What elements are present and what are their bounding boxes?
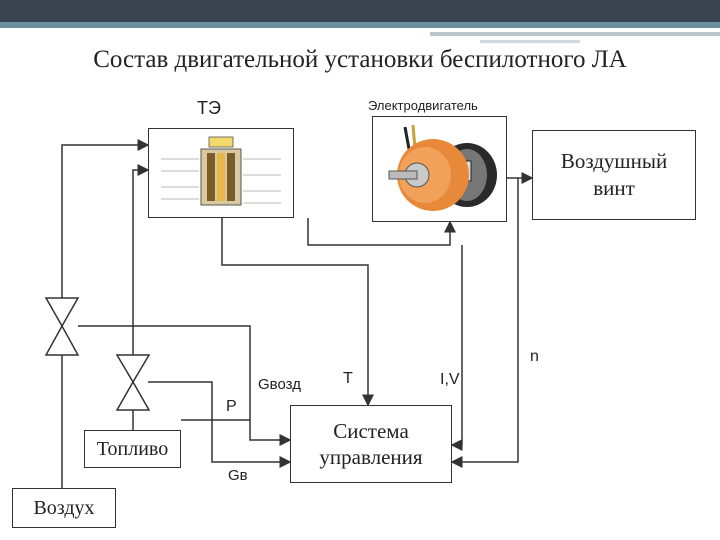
page-title: Состав двигательной установки беспилотно… (93, 46, 627, 73)
air-valve-icon (44, 297, 80, 356)
current-voltage-label: I,V (440, 371, 460, 388)
rpm-line (450, 178, 519, 468)
air-line-upper (61, 139, 150, 298)
fuel-cell-to-motor-line (307, 218, 456, 246)
fuel-line-upper (132, 164, 150, 355)
air-box: Воздух (12, 488, 116, 528)
air-label: Воздух (33, 496, 95, 519)
propeller-box: Воздушный винт (532, 130, 696, 220)
g-air-label: Gвозд (258, 376, 301, 393)
pressure-label: P (226, 398, 237, 415)
electric-motor-icon (388, 124, 497, 211)
fuel-cell-label: ТЭ (197, 98, 221, 118)
header-stripe-2 (480, 40, 580, 43)
fuel-valve-icon (115, 354, 151, 411)
propeller-label: Воздушный винт (560, 148, 668, 200)
g-fuel-label: Gв (228, 467, 248, 484)
fuel-cell-schematic-icon (161, 136, 281, 206)
fuel-cell-box (148, 128, 294, 218)
control-system-box: Система управления (290, 405, 452, 483)
temperature-line (221, 218, 374, 407)
motor-box (372, 116, 507, 222)
temperature-label: T (343, 370, 353, 387)
pressure-line (181, 419, 292, 446)
header-stripe (430, 32, 720, 36)
header-bar (0, 0, 720, 22)
fuel-box: Топливо (84, 430, 181, 468)
g-fuel-line (148, 381, 292, 468)
motor-label: Электродвигатель (368, 98, 478, 113)
current-voltage-line (450, 245, 463, 451)
fuel-label: Топливо (96, 437, 169, 460)
rpm-label: n (530, 348, 539, 365)
header-accent-bar (0, 22, 720, 28)
g-air-line (78, 325, 251, 420)
control-system-label: Система управления (319, 418, 423, 469)
